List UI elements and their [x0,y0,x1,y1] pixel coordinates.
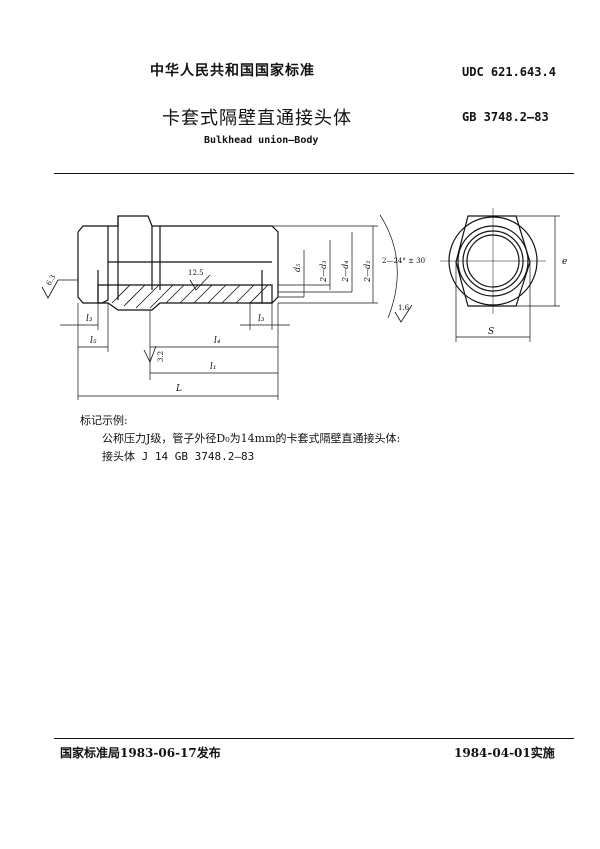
dim-S: S [488,327,494,337]
end-view-dimensions [455,215,560,342]
marking-example-designation: 接头体 J 14 GB 3748.2—83 [102,450,255,463]
dim-d3: 2—d₃ [319,261,328,283]
technical-drawing: l₃ l₅ l₄ l₁ L l₃ d₅ 2—d₃ 2—d₄ 2—d₂ 2—24°… [41,208,567,400]
marking-example-description: 公称压力J级，管子外径D₀为14mm的卡套式隔壁直通接头体: [102,432,401,445]
section-hatching [111,284,269,309]
extension-lines-right [272,214,398,319]
document-title: 卡套式隔壁直通接头体 [162,108,352,129]
dim-l5: l₅ [90,336,97,346]
publication-date: 国家标准局1983-06-17发布 [60,746,221,760]
dim-l1: l₁ [210,362,217,372]
marking-example-heading: 标记示例: [80,414,128,427]
roughness-1-6: 1.6 [398,304,410,312]
roughness-symbols [41,274,413,363]
end-view [440,208,546,314]
fitting-body-section [77,215,279,311]
english-title: Bulkhead union—Body [204,135,319,146]
gb-number: GB 3748.2—83 [462,110,549,124]
roughness-12-5: 12.5 [188,269,204,277]
dim-d4: 2—d₄ [341,261,350,283]
dim-e: e [562,257,567,267]
dim-d5: d₅ [293,263,302,272]
dimension-lines-bottom [60,303,290,400]
roughness-3-2: 3.2 [157,351,165,362]
dim-d2: 2—d₂ [363,261,372,283]
dim-l4: l₄ [214,336,221,346]
standard-title: 中华人民共和国国家标准 [150,63,315,79]
top-rule [54,173,574,174]
udc-code: UDC 621.643.4 [462,65,556,79]
implementation-date: 1984-04-01实施 [454,746,555,760]
bottom-rule [54,738,574,739]
dim-angle: 2—24° ± 30′ [382,257,427,265]
dim-l3-right: l₃ [258,314,265,324]
dim-l3-left: l₃ [86,314,93,324]
dim-L: L [175,384,182,394]
